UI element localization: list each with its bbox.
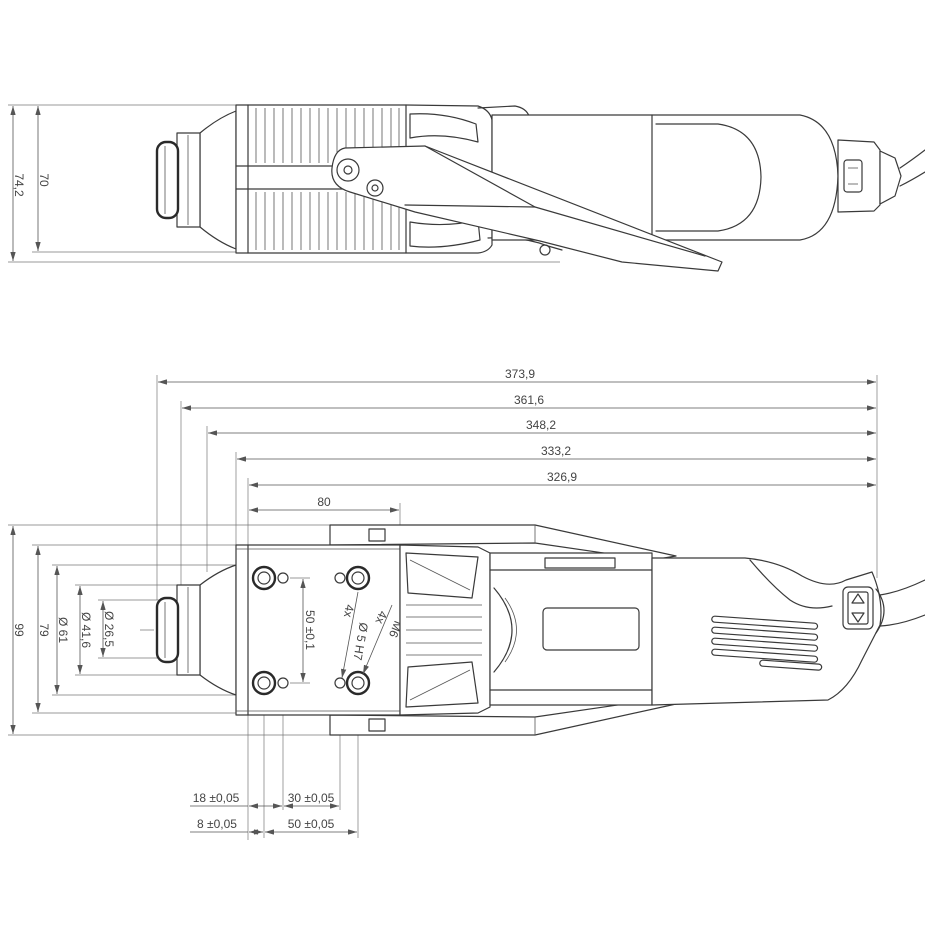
dim-label-height-body: 70 [37,173,51,187]
label-plate [542,607,640,651]
dim-label-flange-diameter: Ø 61 [56,617,70,643]
dowel-hole-icon [277,572,346,689]
side-view-extension-lines [8,104,560,263]
dim-label-collar-diameter: Ø 41,6 [79,612,93,648]
leader-thread [362,604,393,675]
cooling-fins [255,108,400,250]
dim-label-width-overall: 99 [12,623,26,637]
bottom-dimensions: 18 ±0,05 30 ±0,05 8 ±0,05 50 ±0,05 [190,791,357,835]
fan-section-plan [399,544,491,716]
switch-icon [842,586,874,630]
plan-view: 373,9 361,6 348,2 333,2 326,9 80 99 79 Ø… [8,367,925,840]
dim-label-length-2: 361,6 [514,393,544,407]
vent-slots [711,615,823,671]
dim-label-length-1: 373,9 [505,367,535,381]
dim-label-18: 18 ±0,05 [193,791,240,805]
dim-label-block-length: 80 [317,495,331,509]
clamping-lever [331,145,723,272]
cooling-fins [406,604,482,656]
dim-label-length-4: 333,2 [541,444,571,458]
dim-label-30: 30 ±0,05 [288,791,335,805]
dowel-count-label: 4x [341,603,357,618]
end-cap-side [837,139,925,213]
thread-hole-icon [251,565,371,696]
side-view: 74,2 70 [8,104,925,272]
pivot-icon [366,179,384,197]
cable-side [899,149,925,187]
pivot-icon [336,158,360,182]
leader-dowel [340,591,359,679]
switch-icon [843,159,863,193]
dim-label-hole-spacing: 50 ±0,1 [303,610,317,650]
dim-label-50: 50 ±0,05 [288,817,335,831]
dim-label-8: 8 ±0,05 [197,817,237,831]
thread-count-label: 4x [372,609,390,626]
dim-label-nut-diameter: Ø 26,5 [102,611,116,647]
dim-label-width-body: 79 [37,623,51,637]
dim-label-length-5: 326,9 [547,470,577,484]
dowel-spec-label: Ø 5 H7 [350,621,370,661]
cable-plan [879,579,925,627]
end-cap-plan [842,579,925,634]
dim-label-length-3: 348,2 [526,418,556,432]
motor-housing-plan [489,552,882,706]
dim-label-height-overall: 74,2 [12,173,26,197]
mounting-block: 50 ±0,1 4x Ø 5 H7 4x M6 [235,544,405,716]
